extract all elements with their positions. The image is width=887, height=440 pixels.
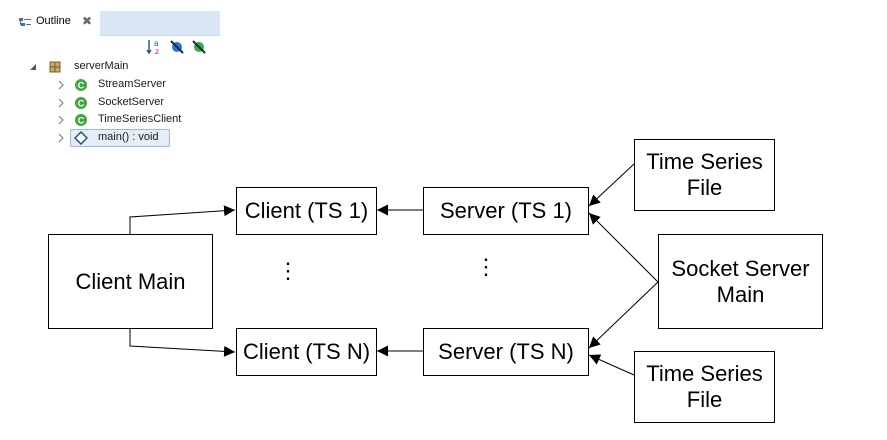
class-icon: C [75, 114, 87, 126]
collapsed-twisty-icon[interactable] [56, 78, 66, 92]
collapsed-twisty-icon[interactable] [56, 131, 66, 145]
expanded-twisty-icon[interactable] [28, 60, 38, 74]
outline-tab-label: Outline [36, 15, 71, 27]
class-icon: C [75, 97, 87, 109]
time-series-file-top-box: Time Series File [634, 139, 775, 211]
client-main-box: Client Main [48, 234, 213, 329]
arrow-ts-file-bottom-to-server-tsn [588, 354, 635, 376]
outline-view-icon [19, 18, 31, 26]
class-label: TimeSeriesClient [98, 113, 182, 125]
method-label: main() : void [98, 131, 159, 143]
sort-alpha-icon[interactable]: a z [146, 38, 166, 56]
client-ellipsis: ⋮ [277, 258, 299, 283]
outline-tab-bar: Outline ✖ [14, 11, 220, 36]
tab-bar-background [100, 11, 220, 36]
class-icon: C [75, 79, 87, 91]
hide-fields-icon[interactable] [168, 38, 188, 56]
server-tsn-box: Server (TS N) [423, 328, 589, 376]
arrow-client-main-to-client-tsn [129, 328, 236, 357]
svg-text:C: C [78, 116, 85, 126]
package-label: serverMain [74, 60, 129, 72]
collapsed-twisty-icon[interactable] [56, 96, 66, 110]
svg-text:z: z [155, 47, 159, 56]
class-label: SocketServer [98, 96, 165, 108]
package-icon [49, 61, 61, 73]
client-ts1-box: Client (TS 1) [236, 187, 377, 235]
socket-server-main-box: Socket Server Main [658, 234, 823, 329]
svg-text:C: C [78, 81, 85, 91]
svg-text:C: C [78, 99, 85, 109]
time-series-file-bottom-box: Time Series File [634, 351, 775, 423]
collapsed-twisty-icon[interactable] [56, 113, 66, 127]
class-label: StreamServer [98, 78, 166, 90]
selection-highlight [70, 129, 170, 147]
arrow-client-main-to-client-ts1 [129, 205, 236, 234]
outline-tab[interactable]: Outline ✖ [14, 11, 100, 35]
server-ts1-box: Server (TS 1) [423, 187, 589, 235]
svg-text:a: a [154, 39, 159, 48]
hide-nonpublic-icon[interactable] [190, 38, 210, 56]
server-ellipsis: ⋮ [475, 254, 497, 279]
arrow-socket-main-to-server-tsn [588, 281, 659, 349]
client-tsn-box: Client (TS N) [236, 328, 377, 376]
close-icon[interactable]: ✖ [82, 14, 93, 28]
arrow-ts-file-top-to-server-ts1 [588, 163, 635, 207]
method-icon [74, 131, 88, 145]
arrow-socket-main-to-server-ts1 [588, 212, 659, 283]
